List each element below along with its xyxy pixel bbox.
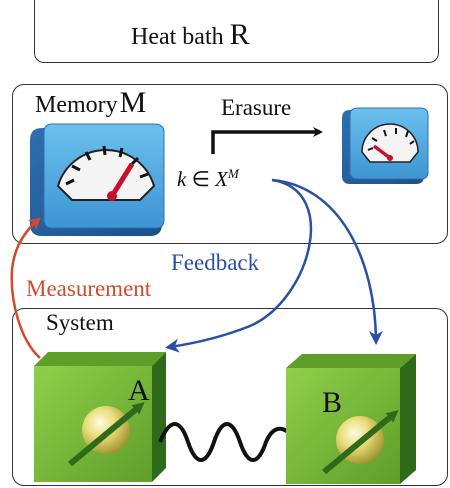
box-b <box>286 354 416 484</box>
box-a <box>34 352 166 482</box>
memory-state-sup: M <box>227 166 239 181</box>
memory-gauge-small <box>342 107 429 184</box>
erasure-label: Erasure <box>221 95 292 120</box>
feedback-arrow-to-b <box>271 178 383 345</box>
box-a-label: A <box>128 374 150 407</box>
memory-symbol: M <box>119 86 147 119</box>
memory-state-in: ∈ <box>191 167 210 191</box>
measurement-arrow <box>10 217 42 359</box>
memory-label: Memory <box>35 92 118 118</box>
heat-bath-box <box>34 0 439 63</box>
feedback-label: Feedback <box>171 250 260 275</box>
heat-bath-label: Heat bath <box>131 24 224 50</box>
memory-gauge-large <box>30 123 165 236</box>
memory-title: MemoryM <box>35 86 146 120</box>
memory-state-expression: k ∈ XM <box>177 166 239 192</box>
heat-bath-title: Heat bath R <box>131 18 250 52</box>
measurement-label: Measurement <box>26 276 152 301</box>
memory-box <box>12 84 448 244</box>
gauge-needle-large <box>109 162 135 198</box>
feedback-arrow-to-a <box>165 178 312 353</box>
system-label: System <box>46 310 114 335</box>
box-b-label: B <box>322 386 343 419</box>
erasure-arrow <box>211 127 323 154</box>
memory-state-X: X <box>215 167 228 191</box>
heat-bath-symbol: R <box>229 18 250 51</box>
memory-state-k: k <box>177 167 187 191</box>
system-box <box>12 308 448 486</box>
spring-connector <box>158 422 290 462</box>
